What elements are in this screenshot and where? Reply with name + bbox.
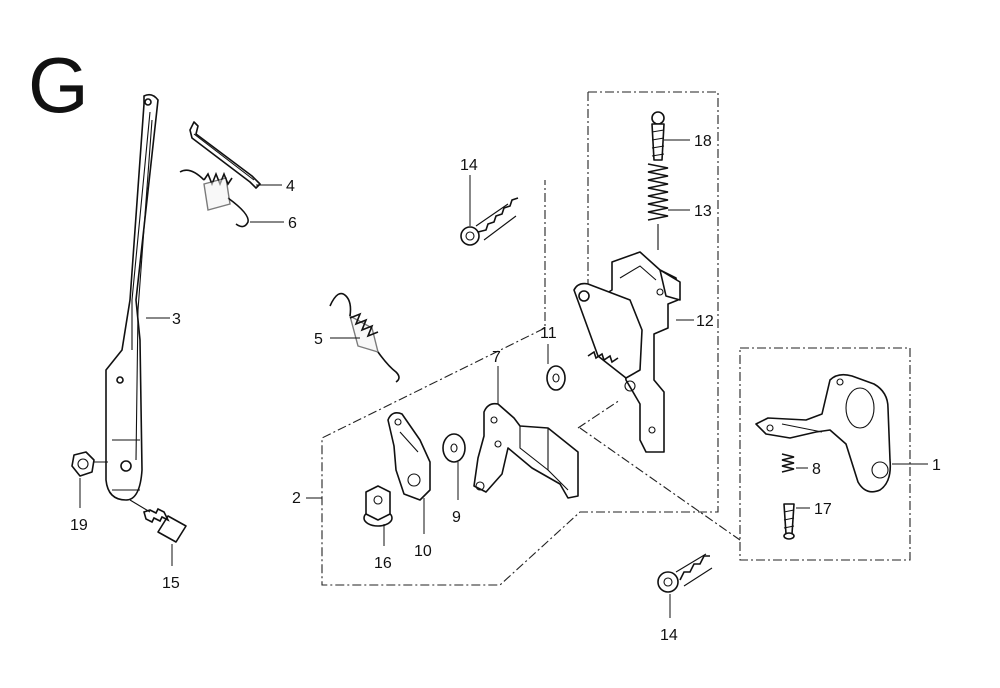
bolt-part-15	[129, 499, 187, 543]
callout-2: 2	[292, 490, 301, 507]
flange-bolt-part-14-bottom	[657, 553, 713, 593]
assembly-1-boundary	[739, 347, 911, 561]
rod-part-4	[189, 121, 261, 189]
callout-18: 18	[694, 133, 712, 150]
axis-line-12	[577, 399, 621, 429]
callout-5: 5	[314, 331, 323, 348]
spring-part-13	[647, 163, 669, 250]
callout-13: 13	[694, 203, 712, 220]
callout-6: 6	[288, 215, 297, 232]
spring-part-6	[179, 169, 249, 228]
callout-10: 10	[414, 543, 432, 560]
callout-1: 1	[932, 457, 941, 474]
flange-bolt-part-14-top	[460, 197, 519, 246]
lever-plate-part-10	[387, 412, 431, 501]
section-letter: G	[28, 41, 89, 129]
washer-part-11	[546, 365, 566, 391]
callout-15: 15	[162, 575, 180, 592]
axis-line-14	[579, 427, 741, 541]
callout-9: 9	[452, 509, 461, 526]
washer-part-9	[442, 433, 466, 463]
callout-12: 12	[696, 313, 714, 330]
callout-4: 4	[286, 178, 295, 195]
flange-nut-part-16	[363, 485, 393, 527]
nut-part-19	[71, 451, 108, 477]
callout-19: 19	[70, 517, 88, 534]
callout-8: 8	[812, 461, 821, 478]
callout-11: 11	[540, 325, 557, 342]
small-spring-part-8	[781, 453, 795, 473]
leader-lines	[79, 139, 928, 618]
screw-part-17	[783, 503, 795, 540]
screw-part-18	[651, 111, 665, 161]
governor-plate-assembly-2	[573, 282, 643, 379]
assembly-2-boundary	[321, 91, 719, 586]
callout-7: 7	[492, 349, 501, 366]
callout-14-top: 14	[460, 157, 478, 174]
throttle-lever-part-7	[473, 402, 579, 499]
callout-16: 16	[374, 555, 392, 572]
callout-14-bottom: 14	[660, 627, 678, 644]
lever-assembly-part-1	[755, 373, 892, 493]
spring-part-5	[329, 292, 400, 383]
governor-arm-part-3	[105, 93, 159, 501]
callout-3: 3	[172, 311, 181, 328]
callout-17: 17	[814, 501, 832, 518]
